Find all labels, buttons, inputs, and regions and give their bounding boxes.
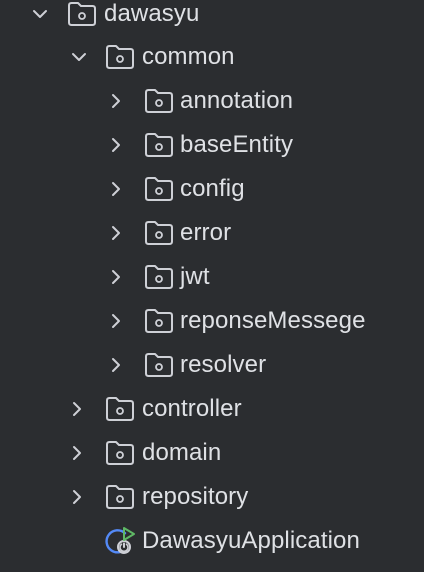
chevron-down-icon[interactable] [70,48,88,66]
tree-node-dawasyuapplication[interactable]: DawasyuApplication [0,519,424,563]
chevron-right-icon[interactable] [107,356,125,374]
tree-node-jwt[interactable]: jwt [0,255,424,299]
tree-node-label: dawasyu [104,0,200,27]
tree-node-error[interactable]: error [0,211,424,255]
chevron-right-icon[interactable] [68,488,86,506]
folder-package-icon [105,396,135,422]
folder-package-icon [144,220,174,246]
chevron-right-icon[interactable] [107,180,125,198]
chevron-right-icon[interactable] [107,268,125,286]
folder-package-icon [144,264,174,290]
chevron-right-icon[interactable] [107,224,125,242]
tree-node-repository[interactable]: repository [0,475,424,519]
tree-node-label: domain [142,439,222,466]
chevron-right-icon[interactable] [68,444,86,462]
tree-node-dawasyu[interactable]: dawasyu [0,0,424,36]
chevron-right-icon[interactable] [107,136,125,154]
tree-node-resolver[interactable]: resolver [0,343,424,387]
tree-node-label: resolver [180,351,267,378]
tree-node-label: common [142,43,235,70]
tree-node-baseentity[interactable]: baseEntity [0,123,424,167]
chevron-right-icon[interactable] [68,400,86,418]
folder-package-icon [105,484,135,510]
tree-node-label: repository [142,483,249,510]
tree-node-config[interactable]: config [0,167,424,211]
tree-node-label: controller [142,395,242,422]
chevron-right-icon[interactable] [107,312,125,330]
spring-boot-application-icon [104,525,136,557]
tree-node-label: reponseMessege [180,307,366,334]
tree-node-label: DawasyuApplication [142,527,360,554]
tree-node-label: config [180,175,245,202]
folder-package-icon [105,440,135,466]
folder-package-icon [144,308,174,334]
tree-node-label: jwt [180,263,210,290]
folder-package-icon [144,352,174,378]
tree-node-reponsemessege[interactable]: reponseMessege [0,299,424,343]
tree-node-domain[interactable]: domain [0,431,424,475]
tree-node-label: annotation [180,87,294,114]
chevron-down-icon[interactable] [31,5,49,23]
tree-node-label: baseEntity [180,131,294,158]
tree-node-annotation[interactable]: annotation [0,79,424,123]
folder-package-icon [105,44,135,70]
tree-node-label: error [180,219,232,246]
folder-package-icon [67,1,97,27]
folder-package-icon [144,132,174,158]
tree-node-common[interactable]: common [0,35,424,79]
chevron-right-icon[interactable] [107,92,125,110]
tree-node-controller[interactable]: controller [0,387,424,431]
folder-package-icon [144,176,174,202]
folder-package-icon [144,88,174,114]
